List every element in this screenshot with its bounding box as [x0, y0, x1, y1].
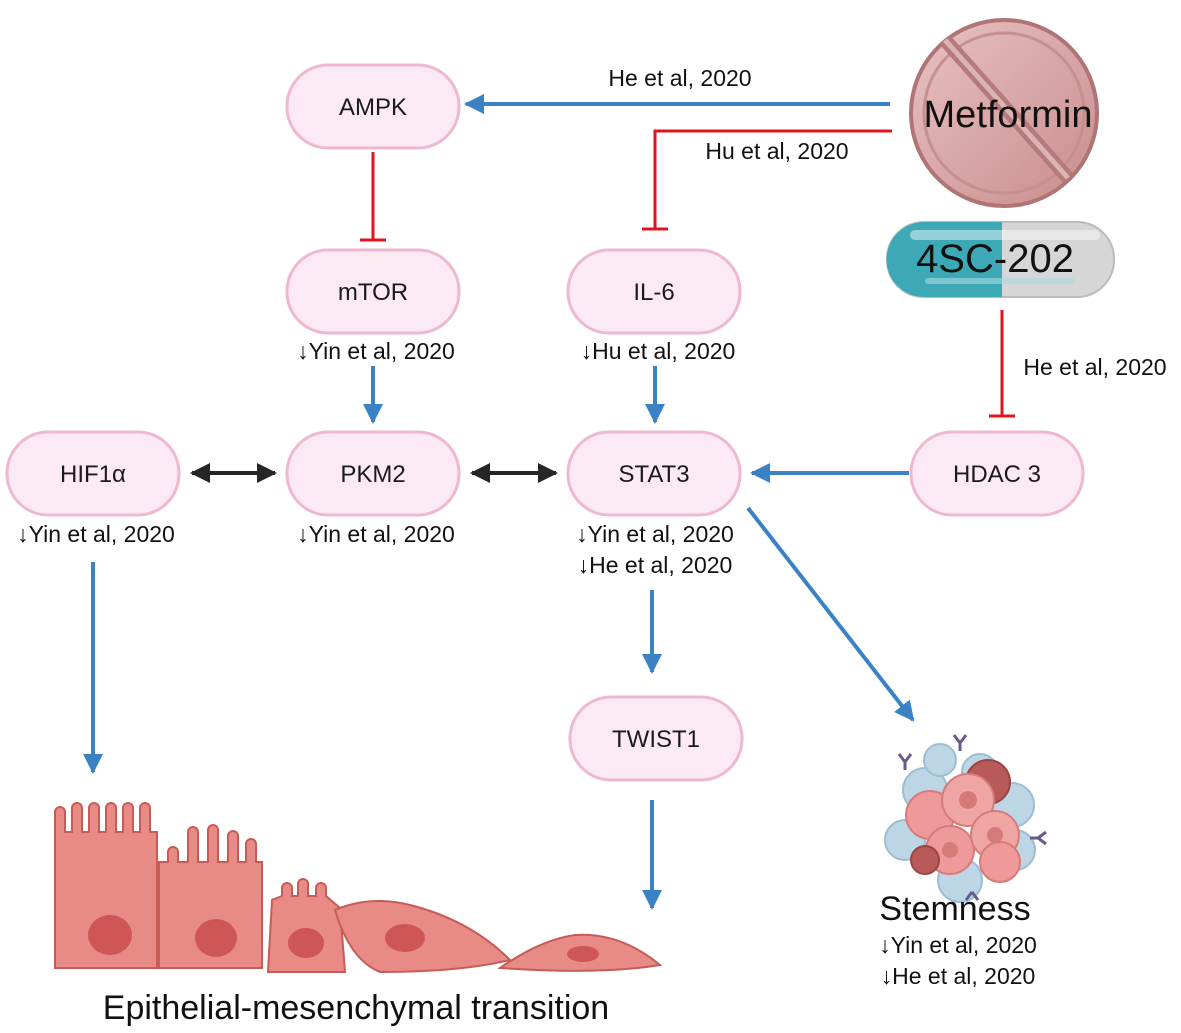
node-stat3: STAT3	[566, 430, 742, 517]
node-mtor: mTOR	[285, 248, 461, 335]
node-hif1a: HIF1α	[5, 430, 181, 517]
node-ampk: AMPK	[285, 63, 461, 150]
emt-label: Epithelial-mesenchymal transition	[103, 989, 609, 1027]
metformin-pill-icon	[909, 18, 1099, 208]
cite-il6: ↓Hu et al, 2020	[581, 338, 736, 364]
stemness-label: Stemness	[879, 890, 1030, 928]
edge-metformin-il6	[653, 129, 892, 229]
node-hdac3: HDAC 3	[909, 430, 1085, 517]
cite-pkm2: ↓Yin et al, 2020	[297, 521, 455, 547]
cite-stat3-2: ↓He et al, 2020	[578, 552, 733, 578]
cite-hif1a: ↓Yin et al, 2020	[17, 521, 175, 547]
emt-cells-icon	[54, 802, 663, 974]
cite-mtor: ↓Yin et al, 2020	[297, 338, 455, 364]
4sc-202-capsule-icon	[886, 221, 1115, 298]
4sc-202-label: 4SC-202	[916, 237, 1074, 281]
stem-cell-cluster-icon	[884, 734, 1047, 903]
node-twist1: TWIST1	[568, 695, 744, 782]
node-hif1a-label: HIF1α	[60, 461, 126, 488]
node-il6-label: IL-6	[633, 279, 674, 306]
cite-stat3-1: ↓Yin et al, 2020	[576, 521, 734, 547]
node-hdac3-label: HDAC 3	[953, 461, 1041, 488]
cite-4sc202-hdac3: He et al, 2020	[1023, 354, 1166, 380]
node-stat3-label: STAT3	[618, 461, 689, 488]
cite-metformin-ampk: He et al, 2020	[608, 65, 751, 91]
node-mtor-label: mTOR	[338, 279, 408, 306]
metformin-label: Metformin	[924, 94, 1093, 136]
cite-stemness-1: ↓Yin et al, 2020	[879, 932, 1037, 958]
edge-stat3-stemness	[746, 506, 915, 722]
node-pkm2-label: PKM2	[340, 461, 405, 488]
node-pkm2: PKM2	[285, 430, 461, 517]
node-ampk-label: AMPK	[339, 94, 407, 121]
cite-stemness-2: ↓He et al, 2020	[881, 963, 1036, 989]
node-il6: IL-6	[566, 248, 742, 335]
cite-metformin-il6: Hu et al, 2020	[705, 138, 848, 164]
node-twist1-label: TWIST1	[612, 726, 700, 753]
